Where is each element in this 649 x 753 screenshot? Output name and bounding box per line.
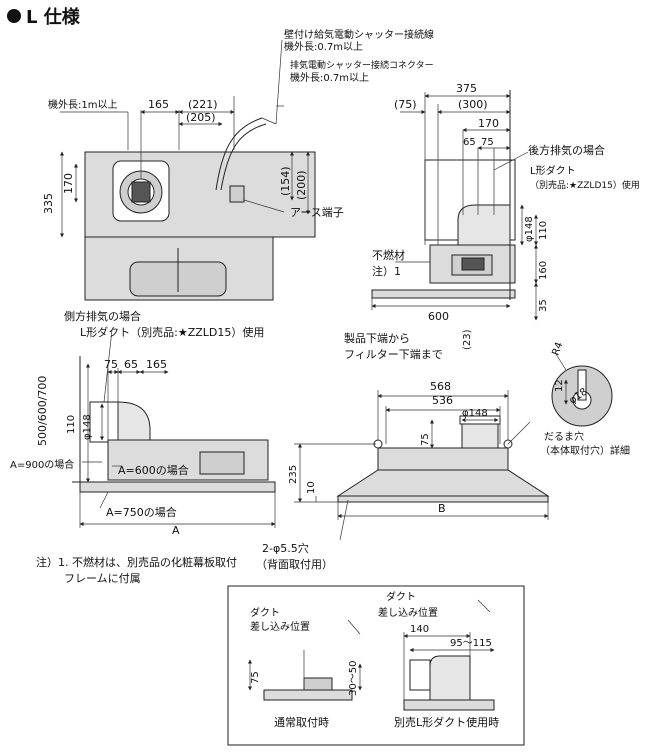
front-dim-a: A (172, 524, 180, 537)
top-dim-205: (205) (186, 111, 216, 124)
inset-right-95115: 95〜115 (450, 638, 492, 649)
inset-left-insert: 差し込み位置 (250, 620, 310, 633)
earth-terminal-label: アース端子 (290, 206, 344, 219)
bottom-dim-10: 10 (306, 481, 317, 494)
front-dim-height: 500/600/700 (36, 376, 49, 446)
detail-12: 12 (554, 379, 565, 392)
inset-right-caption: 別売L形ダクト使用時 (394, 715, 499, 729)
side-dim-170: 170 (478, 117, 499, 130)
front-view (72, 329, 276, 528)
title-bullet-icon (7, 9, 21, 23)
top-dim-165: 165 (148, 98, 169, 111)
detail-caption-1: だるま穴 (544, 430, 584, 443)
wall-cable-length: 機外長:0.7m以上 (284, 40, 363, 53)
side-view (371, 90, 539, 321)
inset-panel (227, 585, 525, 746)
bottom-view (294, 390, 550, 541)
inset-left-75: 75 (250, 671, 261, 684)
side-dim-110: 110 (538, 221, 549, 240)
top-dim-335: 335 (42, 193, 55, 214)
connector-label: 排気電動シャッター接続コネクター (290, 59, 434, 71)
side-dim-65: 65 (463, 137, 476, 148)
connector-length: 機外長:0.7m以上 (290, 71, 369, 84)
inset-right-duct: ダクト (386, 590, 416, 603)
side-dim-75b: 75 (481, 137, 494, 148)
top-view (59, 96, 316, 301)
front-dim-165: 165 (146, 358, 167, 371)
inset-left-caption: 通常取付時 (274, 716, 329, 729)
cord-length-label: 機外長:1m以上 (48, 98, 117, 111)
l-duct-part-label: （別売品:★ZZLD15）使用 (530, 179, 640, 191)
front-dim-phi148: φ148 (82, 414, 93, 440)
side-dim-160: 160 (538, 261, 549, 280)
rear-exhaust-label: 後方排気の場合 (528, 143, 605, 157)
a750-label: A=750の場合 (106, 505, 177, 519)
to-filter-label: フィルター下端まで (344, 348, 443, 361)
side-dim-phi148: φ148 (524, 216, 535, 242)
top-dim-200: (200) (295, 170, 308, 200)
side-dim-375: 375 (456, 82, 477, 95)
bottom-dim-75: 75 (420, 433, 431, 446)
note-ref-label: 注）1 (372, 264, 401, 278)
a600-label: A=600の場合 (118, 463, 189, 477)
side-dim-75: (75) (394, 98, 417, 111)
front-dim-65: 65 (124, 358, 138, 371)
holes-label: 2-φ5.5穴 (262, 541, 309, 555)
holes-note-label: （背面取付用） (256, 557, 333, 571)
inset-right-140: 140 (410, 624, 429, 635)
side-dim-35: 35 (538, 299, 549, 312)
front-dim-110: 110 (66, 415, 77, 434)
a900-label: A=900の場合 (10, 458, 74, 471)
inset-left-3050: 30〜50 (348, 661, 359, 696)
bottom-dim-235: 235 (288, 465, 299, 484)
detail-caption-2: （本体取付穴）詳細 (540, 444, 630, 457)
nonflammable-label: 不燃材 (372, 248, 405, 262)
bottom-dim-b: B (438, 502, 446, 515)
side-dim-600: 600 (428, 310, 449, 323)
note-line-1: 注）1. 不燃材は、別売品の化粧幕板取付 (36, 555, 237, 569)
front-dim-75: 75 (104, 358, 118, 371)
top-dim-170: 170 (62, 173, 75, 194)
l-duct-use-label: L形ダクト（別売品:★ZZLD15）使用 (80, 325, 264, 339)
bottom-dim-phi148: φ148 (462, 408, 488, 419)
keyhole-detail (551, 353, 613, 427)
top-dim-221: (221) (188, 98, 218, 111)
l-duct-label: L形ダクト (530, 164, 576, 177)
detail-r4: R4 (550, 341, 565, 357)
product-bottom-label: 製品下端から (344, 331, 410, 345)
side-exhaust-label: 側方排気の場合 (64, 309, 141, 323)
inset-left-duct: ダクト (250, 606, 280, 619)
page-title: L 仕様 (26, 6, 81, 28)
note-line-2: フレームに付属 (64, 572, 141, 585)
side-dim-23: (23) (462, 329, 473, 350)
bottom-dim-536: 536 (432, 394, 453, 407)
top-dim-154: (154) (279, 166, 292, 196)
bottom-dim-568: 568 (430, 380, 451, 393)
wall-cable-label: 壁付け給気電動シャッター接続線 (284, 28, 434, 41)
inset-right-insert: 差し込み位置 (378, 606, 438, 619)
side-dim-300: (300) (458, 98, 488, 111)
